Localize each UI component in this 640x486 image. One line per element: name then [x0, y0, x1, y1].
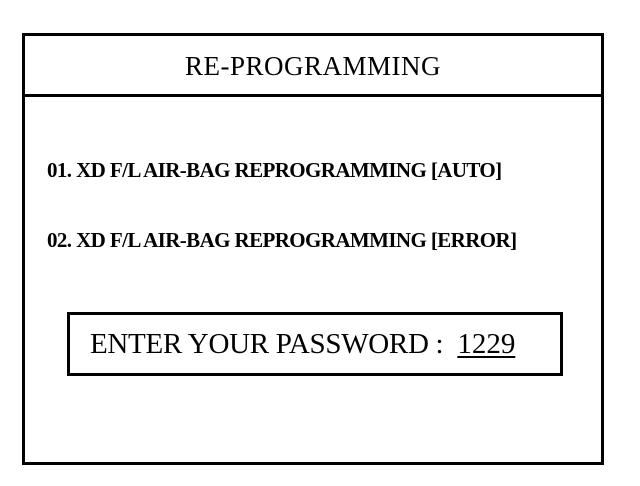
title-bar: RE-PROGRAMMING: [25, 36, 601, 97]
reprogramming-screen: RE-PROGRAMMING 01. XD F/L AIR-BAG REPROG…: [22, 33, 604, 465]
password-entry-box[interactable]: ENTER YOUR PASSWORD : 1229: [67, 312, 563, 376]
menu-item-auto-reprogramming[interactable]: 01. XD F/L AIR-BAG REPROGRAMMING [AUTO]: [47, 158, 502, 182]
menu-item-error-reprogramming[interactable]: 02. XD F/L AIR-BAG REPROGRAMMING [ERROR]: [47, 228, 517, 252]
page-title: RE-PROGRAMMING: [184, 50, 442, 81]
password-input[interactable]: 1229: [457, 327, 516, 360]
password-label: ENTER YOUR PASSWORD :: [90, 327, 444, 360]
